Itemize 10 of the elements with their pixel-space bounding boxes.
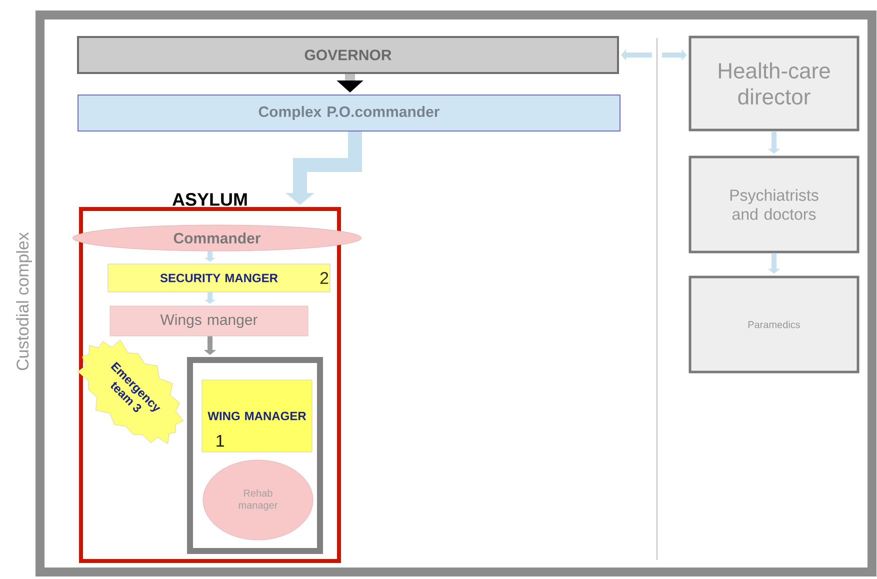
commander-box: Complex P.O.commander xyxy=(78,94,620,132)
staff-box: Paramedics xyxy=(688,276,860,374)
governor-box: GOVERNOR xyxy=(77,36,619,74)
staff-box: Psychiatrists and doctors xyxy=(688,156,860,254)
node-label: Custodial complex xyxy=(16,232,32,370)
manager-box: WING MANAGER 1 xyxy=(202,380,312,452)
manager-box: SECURITY MANGER 2 xyxy=(108,264,330,292)
manager-box: Wings manger xyxy=(110,306,308,336)
director-box: Health-care director xyxy=(688,36,860,132)
node-label: ASYLUM xyxy=(172,193,247,206)
